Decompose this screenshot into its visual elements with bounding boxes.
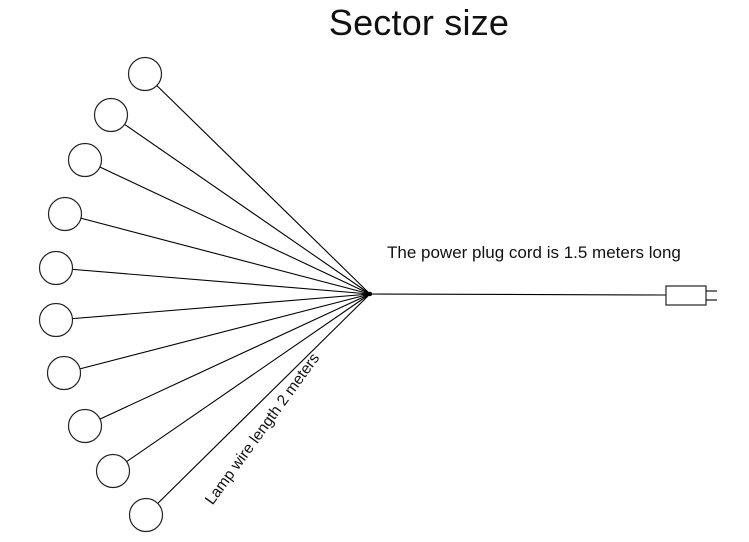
lamp-wire: [63, 293, 371, 374]
lamp-wires: [55, 73, 371, 516]
power-cord: [369, 293, 667, 296]
lamp-bulb: [128, 497, 164, 533]
plug-body: [665, 285, 707, 306]
lamp-wire: [112, 293, 371, 472]
lamp-wire: [84, 159, 371, 295]
lamp-bulb: [47, 196, 83, 232]
lamp-wire: [84, 293, 371, 427]
lamp-bulb: [38, 250, 74, 286]
lamp-bulb: [95, 453, 131, 489]
plug-icon: [665, 285, 717, 306]
lamp-wire: [145, 293, 371, 516]
lamp-wire: [55, 293, 371, 321]
lamp-wire: [64, 213, 371, 295]
lamp-bulb: [67, 142, 103, 178]
lamp-wire: [110, 114, 371, 295]
power-cord-label: The power plug cord is 1.5 meters long: [387, 243, 681, 262]
lamp-bulb: [38, 302, 74, 338]
lamps: [38, 56, 164, 533]
lamp-wire: [144, 73, 371, 295]
lamp-bulb: [127, 56, 163, 92]
lamp-wire: [55, 267, 371, 295]
lamp-bulb: [67, 408, 103, 444]
lamp-bulb: [93, 97, 129, 133]
page-title: Sector size: [328, 2, 510, 43]
lamp-bulb: [46, 355, 82, 391]
